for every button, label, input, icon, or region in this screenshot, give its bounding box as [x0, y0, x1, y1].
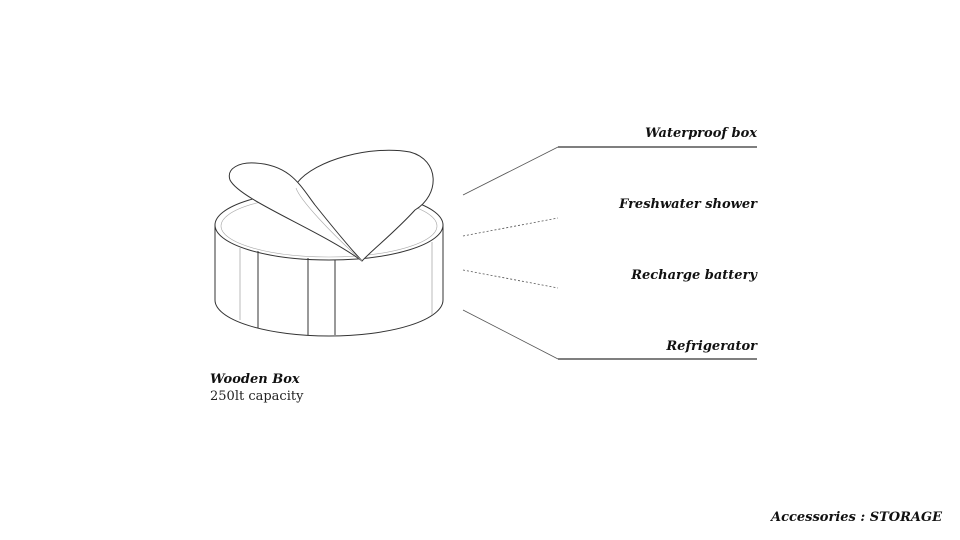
- callout-refrigerator: Refrigerator: [666, 339, 757, 354]
- callout-freshwater-shower: Freshwater shower: [619, 197, 757, 212]
- callout-waterproof-box: Waterproof box: [645, 126, 757, 141]
- lid-left: [228, 162, 363, 262]
- slide-footer: Accessories : STORAGE: [770, 510, 942, 525]
- callout-lines: [462, 146, 757, 360]
- product-title: Wooden Box: [210, 372, 300, 387]
- callout-recharge-battery: Recharge battery: [631, 268, 757, 283]
- product-capacity: 250lt capacity: [210, 389, 304, 404]
